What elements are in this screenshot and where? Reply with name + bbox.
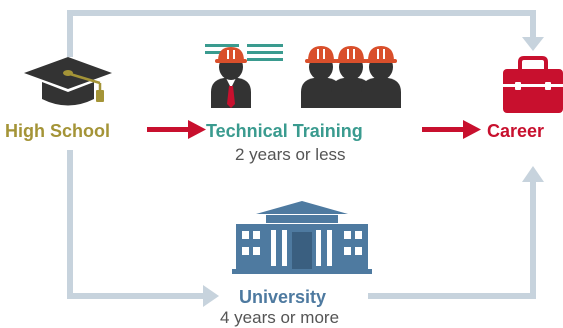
arrowhead-down-career — [522, 37, 544, 51]
connector-highschool-to-university — [67, 150, 205, 299]
workers-group-icon — [301, 46, 401, 108]
arrowhead-tt-to-career — [463, 120, 481, 139]
arrowhead-hs-to-tt — [188, 120, 206, 139]
arrow-shaft-hs-to-tt — [147, 127, 191, 132]
university-duration: 4 years or more — [220, 308, 340, 327]
connector-highschool-to-career-top — [67, 10, 536, 57]
worker-icon — [361, 46, 401, 108]
university-label: University — [239, 287, 327, 307]
arrowhead-right-university — [203, 285, 219, 307]
presentation-board-icon — [205, 44, 283, 61]
instructor-icon — [211, 47, 251, 108]
career-label: Career — [487, 121, 545, 141]
arrowhead-up-career — [522, 166, 544, 182]
technical-training-duration: 2 years or less — [235, 145, 346, 164]
technical-training-label: Technical Training — [206, 121, 363, 141]
main-path-arrows — [147, 120, 481, 139]
arrow-shaft-tt-to-career — [422, 127, 466, 132]
connector-university-to-career — [368, 180, 536, 299]
connector-lines — [67, 10, 536, 299]
high-school-label: High School — [5, 121, 110, 141]
connector-arrowheads — [203, 37, 544, 307]
